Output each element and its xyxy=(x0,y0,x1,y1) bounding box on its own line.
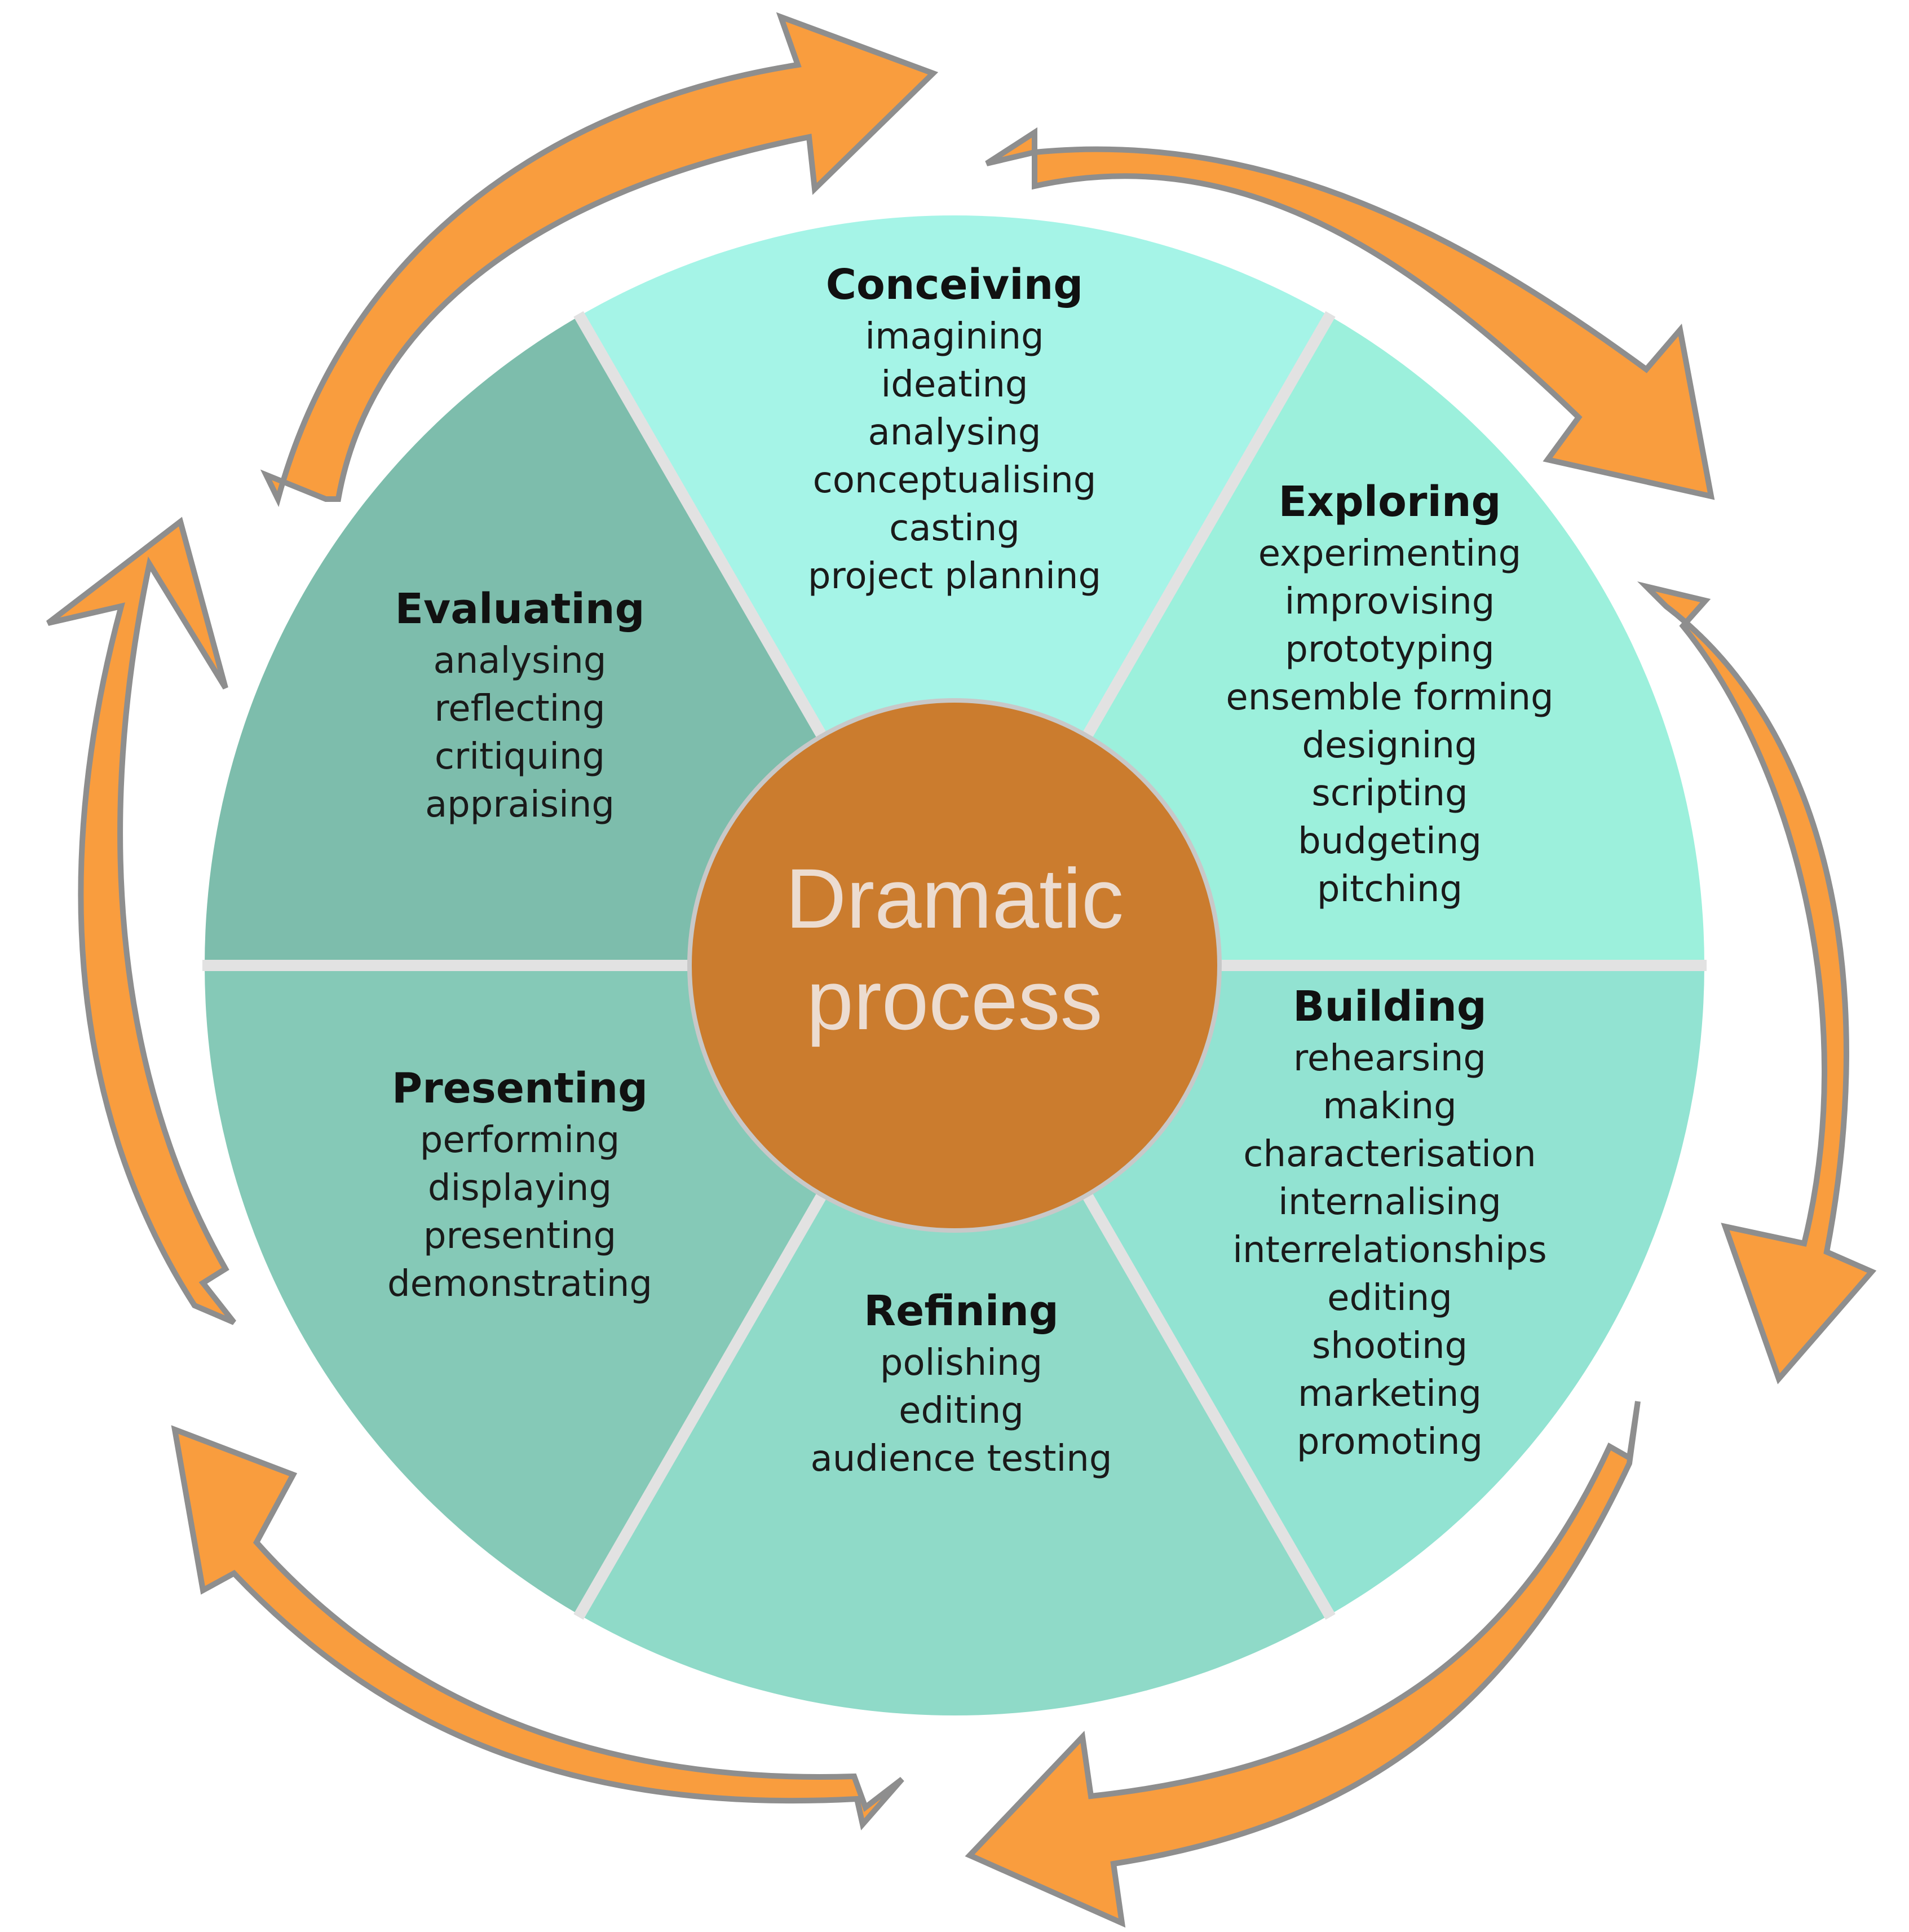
stage-refining: Refining polishing editing audience testing xyxy=(811,1287,1112,1480)
sector-divider xyxy=(1079,1187,1336,1620)
stage-item: polishing xyxy=(880,1342,1042,1384)
sector-divider xyxy=(573,1187,830,1620)
stage-item: rehearsing xyxy=(1293,1038,1486,1079)
stage-title: Building xyxy=(1293,982,1487,1031)
arrow-conceiving-to-exploring xyxy=(985,127,1715,500)
stage-item: marketing xyxy=(1298,1373,1482,1415)
stage-conceiving: Conceiving imagining ideating analysing conc… xyxy=(808,261,1101,597)
stage-item: analysing xyxy=(868,412,1041,453)
stage-title: Evaluating xyxy=(395,585,644,633)
stage-building: Building rehearsing making characterisation… xyxy=(1232,982,1547,1463)
stage-item: scripting xyxy=(1311,773,1468,814)
stage-item: editing xyxy=(1327,1277,1452,1319)
stage-item: project planning xyxy=(808,555,1101,597)
sector-conceiving xyxy=(580,215,1329,965)
stage-item: critiquing xyxy=(435,736,605,778)
stage-item: audience testing xyxy=(811,1438,1112,1480)
stage-evaluating: Evaluating analysing reflecting critiquing a… xyxy=(395,585,644,826)
stage-item: pitching xyxy=(1317,868,1462,910)
stage-item: demonstrating xyxy=(387,1263,652,1305)
stage-item: shooting xyxy=(1312,1325,1468,1367)
stage-title: Presenting xyxy=(392,1064,648,1113)
stage-item: making xyxy=(1323,1086,1457,1127)
arrow-refining-to-presenting xyxy=(171,1425,904,1830)
sector-divider xyxy=(1079,311,1336,744)
stage-title: Refining xyxy=(864,1287,1059,1335)
stage-item: casting xyxy=(889,508,1020,549)
stage-item: designing xyxy=(1302,725,1477,766)
cycle-arrows xyxy=(46,12,1877,1928)
stage-item: budgeting xyxy=(1298,821,1482,862)
stage-item: characterisation xyxy=(1243,1133,1536,1175)
stage-item: ensemble forming xyxy=(1226,677,1553,718)
stage-title: Exploring xyxy=(1279,478,1501,526)
stage-exploring: Exploring experimenting improvising prototy… xyxy=(1226,478,1553,910)
center-title-line1: Dramatic xyxy=(785,851,1124,946)
center-title-line2: process xyxy=(806,952,1102,1047)
stage-item: experimenting xyxy=(1258,533,1522,575)
stage-item: imagining xyxy=(865,316,1044,358)
stage-item: analysing xyxy=(434,640,607,682)
arrow-building-to-refining xyxy=(965,1401,1641,1928)
stage-item: presenting xyxy=(423,1215,616,1257)
process-wheel: Conceiving imagining ideating analysing conc… xyxy=(202,215,1707,1715)
stage-presenting: Presenting performing displaying presenting… xyxy=(387,1064,652,1305)
stage-item: interrelationships xyxy=(1232,1229,1547,1271)
sector-divider xyxy=(573,311,830,744)
stage-item: improvising xyxy=(1285,581,1495,623)
stage-title: Conceiving xyxy=(826,261,1084,309)
stage-item: internalising xyxy=(1278,1181,1501,1223)
stage-item: conceptualising xyxy=(813,460,1097,501)
stage-item: editing xyxy=(899,1390,1024,1432)
stage-item: performing xyxy=(420,1119,620,1161)
stage-item: reflecting xyxy=(434,688,605,730)
stage-item: ideating xyxy=(881,364,1028,405)
stage-item: promoting xyxy=(1297,1421,1483,1463)
arrow-presenting-to-evaluating xyxy=(46,517,236,1325)
arrow-evaluating-to-conceiving xyxy=(260,12,939,508)
center-circle xyxy=(687,698,1222,1233)
stage-item: displaying xyxy=(428,1167,612,1209)
sector-refining xyxy=(580,965,1329,1715)
arrow-exploring-to-building xyxy=(1637,581,1877,1384)
stage-item: appraising xyxy=(425,784,615,826)
stage-item: prototyping xyxy=(1285,629,1495,671)
